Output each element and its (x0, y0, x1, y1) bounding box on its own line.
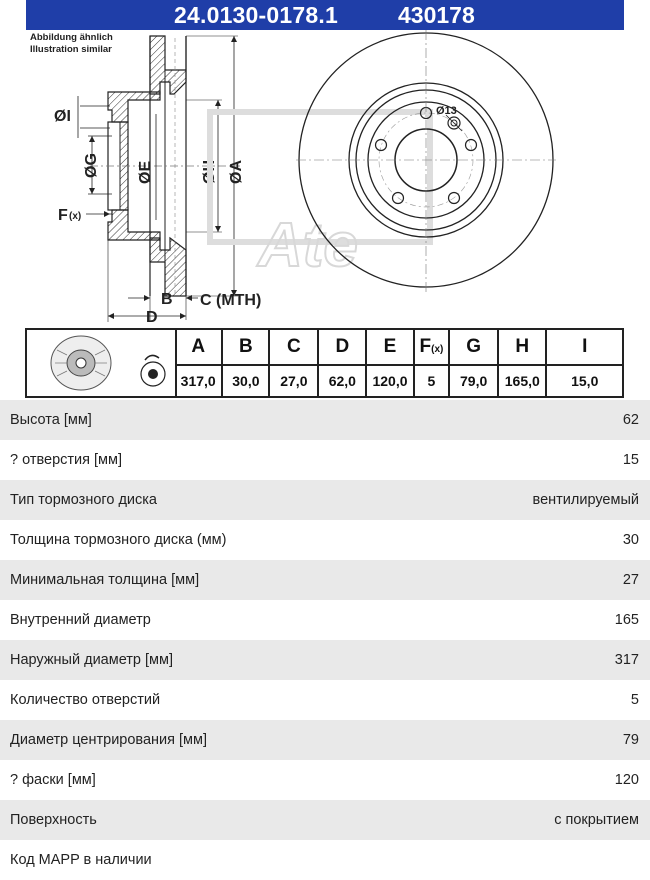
spec-header-i: I (545, 330, 622, 366)
spec-header-e: E (365, 330, 414, 366)
property-label: Код MAPP в наличии (10, 852, 152, 868)
property-value: вентилируемый (532, 492, 639, 508)
property-label: Количество отверстий (10, 692, 161, 708)
spec-header-c: C (268, 330, 319, 366)
technical-drawing: Abbildung ähnlich Illustration similar (0, 30, 650, 328)
property-row: Толщина тормозного диска (мм) 30 (0, 520, 650, 560)
spec-value-c: 27,0 (268, 365, 319, 396)
cross-section-view (77, 35, 240, 322)
label-dim-fx: (x) (69, 211, 81, 222)
spec-values-table: A B C D E F(x) G H I 317,0 30,0 27,0 62,… (175, 330, 622, 396)
property-value: 79 (622, 732, 639, 748)
illustration-note-de: Abbildung ähnlich (30, 32, 113, 43)
property-row: ? фаски [мм] 120 (0, 760, 650, 800)
watermark-logo: Ate (256, 211, 358, 280)
label-dim-a: ØA (228, 160, 245, 184)
property-value: 27 (622, 572, 639, 588)
spec-header-a: A (175, 330, 223, 366)
property-label: Тип тормозного диска (10, 492, 157, 508)
spec-value-b: 30,0 (221, 365, 270, 396)
spec-header-b: B (221, 330, 270, 366)
disc-drawing-svg: ØI ØG ØE ØH ØA F (x) B C (MTH) D Ate (54, 30, 556, 326)
disc-thumbnail (27, 330, 177, 396)
spec-value-i: 15,0 (545, 365, 622, 396)
label-dim-g: ØG (83, 153, 100, 178)
property-row: Количество отверстий 5 (0, 680, 650, 720)
property-row: Наружный диаметр [мм] 317 (0, 640, 650, 680)
property-value: 30 (622, 532, 639, 548)
property-row: Диаметр центрирования [мм] 79 (0, 720, 650, 760)
spec-value-g: 79,0 (448, 365, 499, 396)
property-row: Код MAPP в наличии (0, 840, 650, 880)
spec-value-d: 62,0 (317, 365, 367, 396)
property-label: Наружный диаметр [мм] (10, 652, 174, 668)
label-dim-b: B (161, 291, 173, 308)
spec-header-f: F(x) (412, 330, 450, 366)
spec-table: A B C D E F(x) G H I 317,0 30,0 27,0 62,… (25, 328, 624, 398)
spec-value-e: 120,0 (365, 365, 414, 396)
illustration-note-en: Illustration similar (30, 44, 112, 55)
spec-value-a: 317,0 (180, 373, 216, 389)
properties-list: Высота [мм] 62 ? отверстия [мм] 15 Тип т… (0, 400, 650, 880)
property-value: 120 (614, 772, 639, 788)
property-value: с покрытием (554, 812, 639, 828)
part-code: 430178 (398, 2, 475, 28)
property-row: Внутренний диаметр 165 (0, 600, 650, 640)
property-value: 165 (614, 612, 639, 628)
label-dim-f: F (58, 207, 68, 224)
property-label: Поверхность (10, 812, 97, 828)
label-hole-diameter: Ø13 (436, 105, 457, 117)
label-dim-i: ØI (54, 108, 71, 125)
property-value: 15 (622, 452, 639, 468)
spec-header-d: D (317, 330, 367, 366)
label-dim-d: D (146, 309, 158, 326)
property-label: Минимальная толщина [мм] (10, 572, 200, 588)
front-view: Ate Ø13 (207, 30, 556, 292)
spec-value-f: 5 (412, 365, 450, 396)
property-row: Минимальная толщина [мм] 27 (0, 560, 650, 600)
spec-header-h: H (497, 330, 547, 366)
property-row: Тип тормозного диска вентилируемый (0, 480, 650, 520)
label-dim-c: C (MTH) (200, 292, 261, 309)
property-label: Диаметр центрирования [мм] (10, 732, 208, 748)
property-row: Высота [мм] 62 (0, 400, 650, 440)
property-value: 5 (630, 692, 639, 708)
property-label: Высота [мм] (10, 412, 92, 428)
spec-header-f-sub: (x) (431, 344, 444, 355)
property-row: ? отверстия [мм] 15 (0, 440, 650, 480)
property-value: 317 (614, 652, 639, 668)
property-label: ? фаски [мм] (10, 772, 96, 788)
part-header: 24.0130-0178.1 430178 (26, 0, 624, 30)
property-row: Поверхность с покрытием (0, 800, 650, 840)
property-label: Внутренний диаметр (10, 612, 151, 628)
property-value: 62 (622, 412, 639, 428)
spec-value-h: 165,0 (497, 365, 547, 396)
property-label: Толщина тормозного диска (мм) (10, 532, 227, 548)
property-label: ? отверстия [мм] (10, 452, 123, 468)
part-number: 24.0130-0178.1 (174, 2, 338, 28)
spec-header-g: G (448, 330, 499, 366)
label-dim-e: ØE (137, 161, 154, 184)
